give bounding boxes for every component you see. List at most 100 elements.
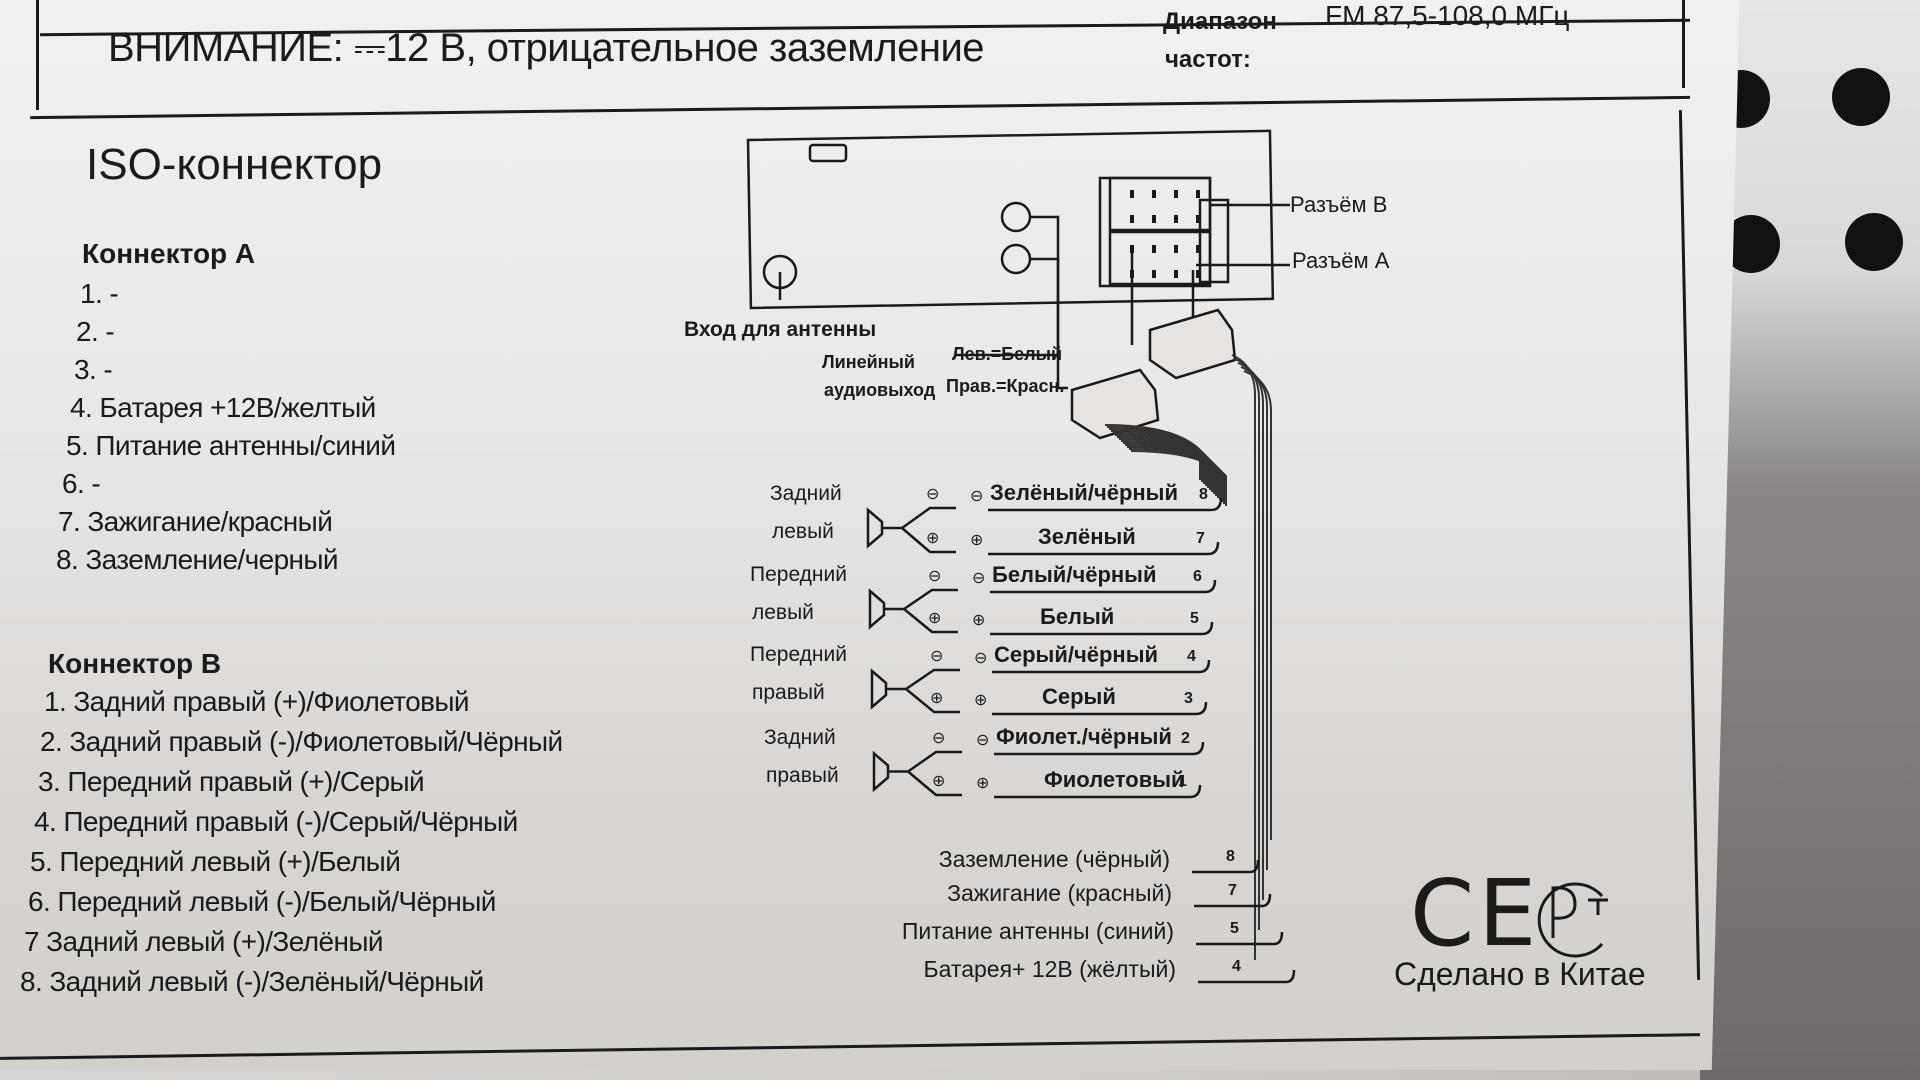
speaker-name-2: правый	[766, 763, 839, 787]
connector-b-item: 7 Задний левый (+)/Зелёный	[24, 926, 384, 957]
speaker-icon	[866, 506, 956, 554]
polarity-symbol: ⊖	[970, 488, 984, 505]
wire-pin-number: 4	[1187, 648, 1196, 665]
frame-header-divider	[1682, 0, 1685, 88]
power-pin-number: 4	[1232, 958, 1241, 975]
ce-mark: CE	[1410, 860, 1541, 967]
speaker-wire	[994, 741, 1205, 756]
speaker-name-2: левый	[772, 520, 834, 543]
connector-a-item: 1. -	[80, 278, 119, 309]
wire-pin-number: 8	[1199, 486, 1208, 503]
socket-pin	[1174, 245, 1178, 253]
speaker-wire	[988, 541, 1220, 556]
wire-pin-number: 5	[1190, 610, 1199, 627]
band-label: Диапазон	[1163, 8, 1277, 35]
socket-pin	[1174, 215, 1178, 223]
rca-right-socket	[1000, 243, 1032, 275]
wire-color-label: Зелёный/чёрный	[990, 480, 1178, 505]
speaker-cable	[1130, 450, 1227, 506]
band-value: FM 87,5-108,0 МГц	[1325, 0, 1570, 31]
connector-a-item: 7. Зажигание/красный	[58, 506, 333, 537]
power-cable	[1240, 366, 1268, 870]
wire-color-label: Белый	[1040, 604, 1115, 629]
socket-pin	[1130, 190, 1134, 198]
polarity-symbol: ⊖	[926, 486, 940, 503]
polarity-symbol: ⊕	[926, 530, 940, 547]
power-pin-number: 5	[1230, 920, 1239, 937]
socket-a-label: Разъём A	[1292, 248, 1390, 273]
pct-mark-icon	[1537, 882, 1608, 958]
wire-color-label: Фиолет./чёрный	[996, 724, 1172, 749]
connector-b-item: 5. Передний левый (+)/Белый	[30, 846, 401, 877]
wire-pin-number: 7	[1196, 530, 1205, 547]
connector-b-item: 2. Задний правый (-)/Фиолетовый/Чёрный	[40, 726, 563, 757]
wire-color-label: Фиолетовый	[1044, 767, 1185, 792]
wire-pin-number: 1	[1178, 773, 1187, 790]
socket-pin	[1152, 270, 1156, 278]
wire-color-label: Белый/чёрный	[992, 562, 1157, 587]
socket-pin	[1152, 215, 1156, 223]
speaker-icon	[872, 750, 962, 797]
line-out-label: Линейный	[822, 352, 915, 372]
speaker-wire	[992, 659, 1211, 674]
power-wire	[1198, 969, 1296, 984]
made-in-china: Сделано в Китае	[1394, 956, 1646, 992]
power-wire-label: Заземление (чёрный)	[938, 846, 1170, 872]
connector-a-item: 3. -	[74, 354, 113, 385]
mounting-hole	[1832, 68, 1890, 126]
speaker-wire	[990, 621, 1214, 636]
socket-pin	[1130, 245, 1134, 253]
socket-b-label: Разъём B	[1290, 192, 1388, 217]
speaker-icon	[870, 668, 960, 714]
socket-pin	[1152, 190, 1156, 198]
antenna-input-label: Вход для антенны	[684, 318, 877, 341]
connector-b-item: 1. Задний правый (+)/Фиолетовый	[44, 686, 470, 717]
speaker-name: Передний	[750, 643, 847, 666]
power-wire-label: Зажигание (красный)	[947, 880, 1172, 906]
mounting-hole	[1845, 213, 1903, 271]
socket-pin	[1196, 245, 1200, 253]
polarity-symbol: ⊕	[932, 773, 946, 790]
polarity-symbol: ⊕	[976, 775, 990, 792]
power-cable	[1243, 370, 1272, 840]
connector-a-heading: Коннектор A	[82, 238, 256, 269]
speaker-wire	[990, 579, 1217, 594]
speaker-name: Передний	[750, 563, 847, 586]
power-wire	[1194, 893, 1272, 908]
connector-b-item: 4. Передний правый (-)/Серый/Чёрный	[34, 806, 518, 837]
power-wire-label: Питание антенны (синий)	[901, 918, 1174, 944]
polarity-symbol: ⊖	[928, 568, 942, 585]
power-cable	[1231, 354, 1256, 960]
speaker-wire	[992, 701, 1208, 716]
connector-a-item: 8. Заземление/черный	[56, 544, 339, 575]
connector-a-item: 2. -	[76, 316, 115, 347]
power-wire	[1196, 931, 1284, 946]
line-out-label-2: аудиовыход	[824, 380, 936, 400]
connector-a-item: 5. Питание антенны/синий	[66, 430, 396, 461]
connector-b-item: 8. Задний левый (-)/Зелёный/Чёрный	[20, 966, 484, 997]
head-unit-tab	[808, 143, 848, 163]
rca-left-socket	[1000, 201, 1032, 233]
connector-b-heading: Коннектор B	[48, 648, 222, 679]
power-wire-label: Батарея+ 12В (жёлтый)	[923, 956, 1176, 982]
polarity-symbol: ⊕	[974, 692, 988, 709]
speaker-name-2: левый	[752, 601, 814, 624]
power-wire	[1192, 859, 1260, 874]
socket-pin	[1196, 215, 1200, 223]
polarity-symbol: ⊕	[970, 532, 984, 549]
rca-right-label: Прав.=Красн.	[946, 376, 1065, 396]
power-cable	[1237, 362, 1264, 900]
plug-a	[1148, 308, 1237, 380]
wire-color-label: Зелёный	[1038, 524, 1136, 549]
speaker-name-2: правый	[752, 681, 825, 704]
speaker-name: Задний	[764, 725, 836, 749]
socket-pin	[1152, 245, 1156, 253]
wire-color-label: Серый	[1042, 684, 1116, 709]
connector-b-item: 3. Передний правый (+)/Серый	[38, 766, 425, 797]
wall-background	[1700, 0, 1920, 1080]
polarity-symbol: ⊖	[976, 732, 990, 749]
polarity-symbol: ⊕	[972, 612, 986, 629]
connector-a-item: 6. -	[62, 468, 101, 499]
connector-a-item: 4. Батарея +12В/желтый	[70, 392, 376, 423]
